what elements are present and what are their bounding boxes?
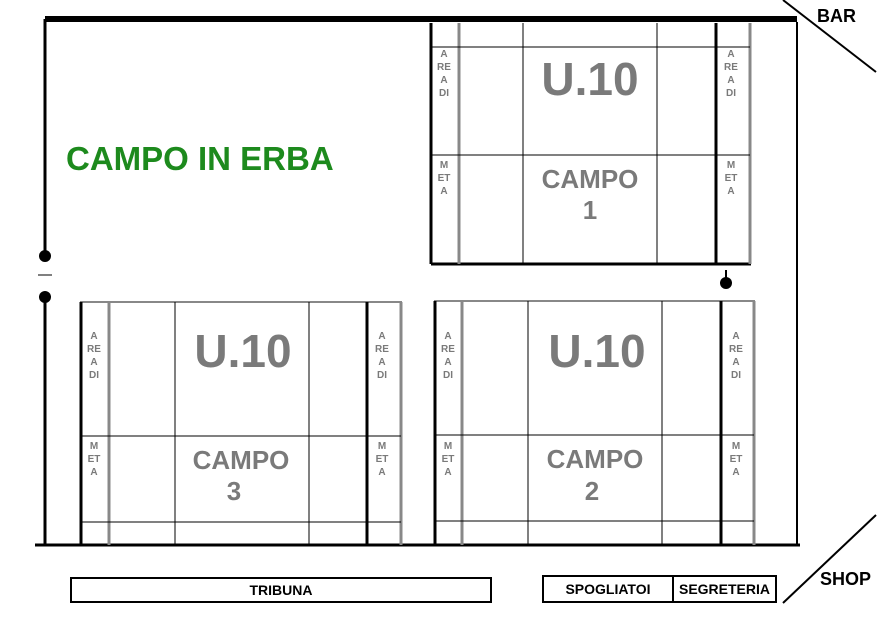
campo-1-name: CAMPO — [541, 164, 639, 194]
campo-1-lines — [429, 23, 752, 266]
tribuna-box — [70, 577, 492, 603]
campo-3-age: U.10 — [194, 325, 292, 377]
campo-1-left-meta-label: META — [437, 160, 451, 197]
campo-2-right-meta-label: META — [729, 441, 743, 478]
campo-3-right-meta-label: META — [375, 441, 389, 478]
campo-1-right-area-label: AREA DI — [724, 49, 738, 99]
segreteria-box — [672, 575, 777, 603]
grass-field-label: CAMPO IN ERBA — [66, 140, 334, 177]
shop-label: SHOP — [820, 569, 872, 589]
campo-1-age: U.10 — [541, 53, 639, 105]
campo-2-right-area-label: AREA DI — [729, 331, 743, 381]
campo-3-name: CAMPO — [192, 445, 290, 475]
campo-2-age: U.10 — [548, 325, 646, 377]
bar-diagonal — [782, 0, 877, 73]
campo-2-lines — [433, 300, 756, 545]
gate-post-bottom — [39, 291, 51, 303]
gate-post-top — [39, 250, 51, 262]
bar-label: BAR — [817, 6, 856, 26]
campo-1-right-meta-label: META — [724, 160, 738, 197]
campo-1-left-area-label: AREA DI — [437, 49, 451, 99]
campo-1-number: 1 — [582, 195, 598, 225]
shop-diagonal — [782, 514, 877, 604]
campo-2-left-area-label: AREA DI — [441, 331, 455, 381]
campo-3-left-area-label: AREA DI — [87, 331, 101, 381]
campo-3-number: 3 — [226, 476, 242, 506]
campo-3-lines — [79, 301, 403, 545]
tribuna-label: TRIBUNA — [249, 582, 313, 598]
campo-3-right-area-label: AREA DI — [375, 331, 389, 381]
campo-3-left-meta-label: META — [87, 441, 101, 478]
spogliatoi-label: SPOGLIATOI — [565, 581, 651, 597]
campo-2-left-meta-label: META — [441, 441, 455, 478]
campo-2-number: 2 — [584, 476, 600, 506]
segreteria-label: SEGRETERIA — [678, 581, 770, 597]
campo-2-name: CAMPO — [546, 444, 644, 474]
